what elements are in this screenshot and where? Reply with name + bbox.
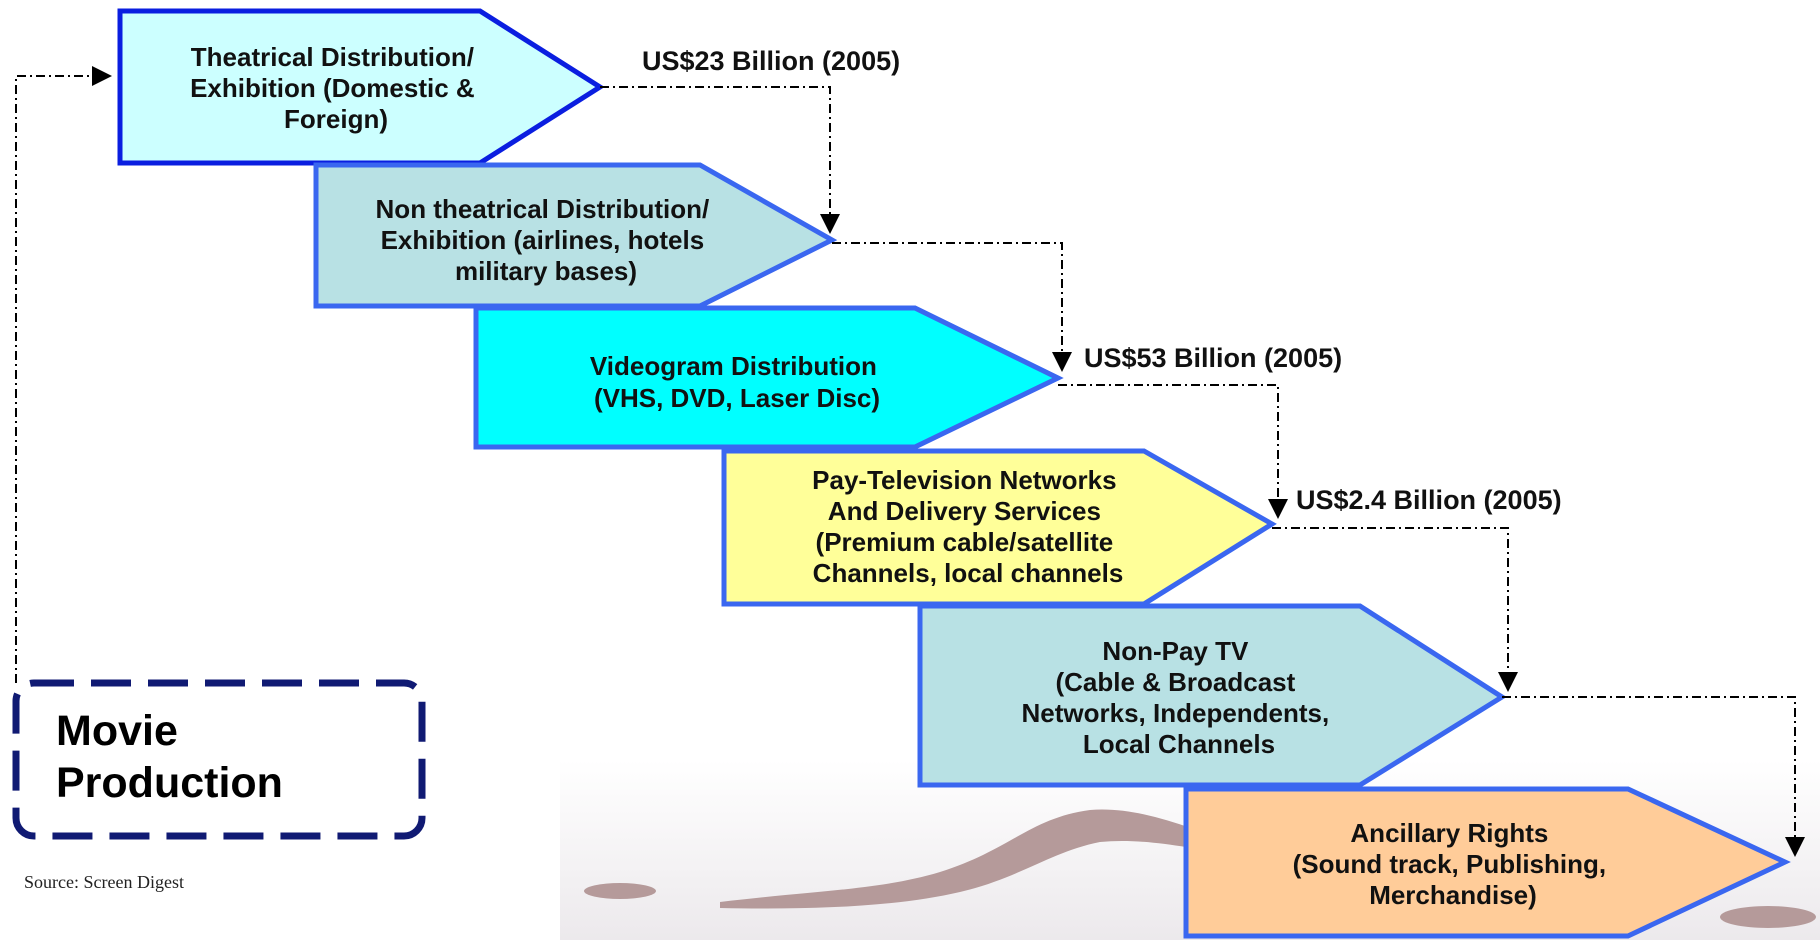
connector-production-to-theatrical [15,66,112,683]
connector-videogram-to-pay-tv [1058,384,1288,519]
background-blob [584,883,656,899]
source-note: Source: Screen Digest [24,872,184,892]
revenue-label-theatrical: US$23 Billion (2005) [642,46,900,76]
movie-production-label: Movie Production [56,707,283,807]
connector-theatrical-to-non-theatrical [600,86,840,234]
stage-theatrical-shape [117,8,605,166]
stage-pay-tv-label: Pay-Television Networks And Delivery Ser… [812,465,1124,588]
background-blob [1720,906,1816,928]
stage-videogram-label: Videogram Distribution (VHS, DVD, Laser … [590,351,884,413]
flow-connectors [15,66,1805,857]
movie-production-box [12,679,426,840]
connector-pay-tv-to-non-pay-tv [1272,527,1518,692]
stage-non-pay-tv-shape [917,603,1507,788]
revenue-label-videogram: US$53 Billion (2005) [1084,343,1342,373]
revenue-label-pay-tv: US$2.4 Billion (2005) [1296,485,1562,515]
connector-non-theatrical-to-videogram [832,242,1072,372]
stage-ancillary-shape [1183,786,1791,939]
stage-non-theatrical-shape [313,162,838,309]
stage-theatrical-label: Theatrical Distribution/ Exhibition (Dom… [190,42,482,134]
stage-non-pay-tv-label: Non-Pay TV (Cable & Broadcast Networks, … [1022,636,1337,759]
stage-non-theatrical-label: Non theatrical Distribution/ Exhibition … [376,194,717,286]
connector-non-pay-tv-to-ancillary [1502,696,1805,857]
stage-pay-tv-shape [721,448,1277,607]
stage-videogram-shape [473,305,1064,450]
background-swoosh [720,809,1240,909]
stage-ancillary-label: Ancillary Rights (Sound track, Publishin… [1293,818,1614,910]
